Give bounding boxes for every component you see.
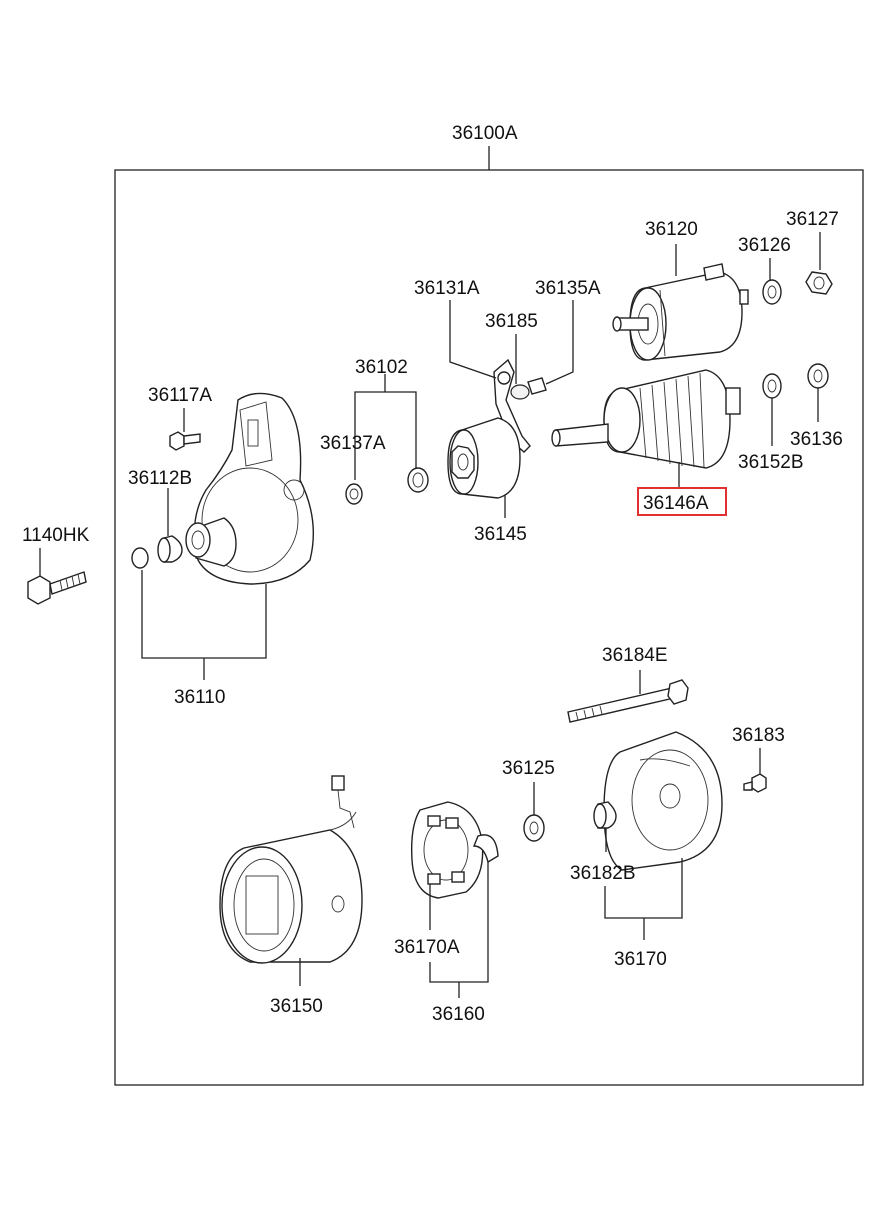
label-36152B[interactable]: 36152B (738, 452, 804, 473)
highlight-box-36146A (637, 487, 727, 516)
part-clutch-36145[interactable] (447, 417, 521, 499)
part-lever-36131A[interactable] (493, 358, 547, 453)
label-36110[interactable]: 36110 (174, 687, 225, 708)
label-36185[interactable]: 36185 (485, 311, 538, 332)
part-ring-36137A[interactable] (345, 483, 363, 505)
label-36137A[interactable]: 36137A (320, 433, 386, 454)
label-36131A[interactable]: 36131A (414, 278, 480, 299)
label-36100A[interactable]: 36100A (452, 123, 518, 144)
label-36125[interactable]: 36125 (502, 758, 555, 779)
part-solenoid-36120[interactable] (612, 263, 749, 361)
label-36184E[interactable]: 36184E (602, 645, 668, 666)
label-1140HK[interactable]: 1140HK (22, 525, 90, 546)
label-36182B[interactable]: 36182B (570, 863, 636, 884)
label-36170[interactable]: 36170 (614, 949, 667, 970)
part-nut-36127[interactable] (805, 271, 833, 295)
part-washer-36126[interactable] (762, 279, 782, 305)
part-bushing-36112B[interactable] (131, 535, 183, 569)
part-ring-36102[interactable] (407, 467, 429, 493)
label-36145[interactable]: 36145 (474, 524, 527, 545)
part-washer-36136[interactable] (807, 363, 829, 389)
label-36150[interactable]: 36150 (270, 996, 323, 1017)
label-36136[interactable]: 36136 (790, 429, 843, 450)
label-36112B[interactable]: 36112B (128, 468, 192, 489)
assembly-frame (114, 169, 864, 1086)
part-brush-holder-36160[interactable] (410, 801, 499, 899)
part-screw-36117A[interactable] (169, 431, 201, 451)
label-36170A[interactable]: 36170A (394, 937, 460, 958)
label-36120[interactable]: 36120 (645, 219, 698, 240)
label-36135A[interactable]: 36135A (535, 278, 601, 299)
label-36146A[interactable]: 36146A (643, 493, 709, 514)
label-36183[interactable]: 36183 (732, 725, 785, 746)
part-armature-36146A[interactable] (551, 369, 741, 469)
label-36102[interactable]: 36102 (355, 357, 408, 378)
part-washer-36152B[interactable] (762, 373, 782, 399)
part-bolt-36184E[interactable] (567, 679, 689, 723)
part-housing-36110[interactable] (185, 392, 314, 585)
part-bolt-1140HK[interactable] (27, 571, 87, 605)
label-36127[interactable]: 36127 (786, 209, 839, 230)
part-washer-36125[interactable] (523, 814, 545, 842)
label-36117A[interactable]: 36117A (148, 385, 212, 406)
part-end-cover-36170[interactable] (603, 731, 723, 871)
part-yoke-36150[interactable] (219, 775, 363, 964)
label-36126[interactable]: 36126 (738, 235, 791, 256)
label-36160[interactable]: 36160 (432, 1004, 485, 1025)
part-screw-36183[interactable] (743, 773, 767, 793)
part-bushing-36182B[interactable] (593, 801, 617, 829)
